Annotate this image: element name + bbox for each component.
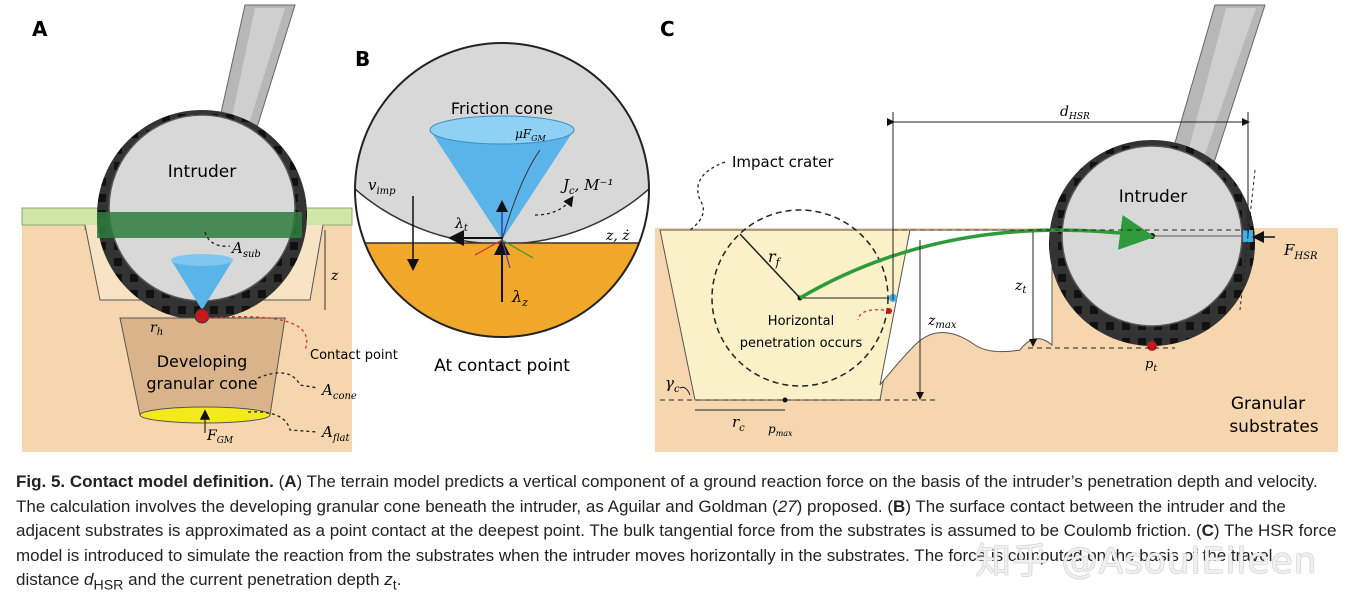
rh-label: rh — [150, 320, 163, 338]
wheel-center — [1149, 233, 1155, 239]
fgm-label: FGM — [206, 428, 234, 446]
magnifier-circle — [354, 42, 650, 338]
a-flat-label: Aflat — [320, 423, 350, 444]
submerged-area — [97, 212, 302, 238]
intruder-label-c: Intruder — [1119, 187, 1187, 207]
caption-c: C — [1201, 521, 1214, 540]
rf-label: rf — [768, 247, 782, 269]
caption-z: z — [384, 570, 393, 589]
d-hsr-label: dHSR — [1060, 104, 1090, 122]
cone-mini-top — [171, 254, 233, 266]
caption-a-text2: ) proposed. ( — [796, 496, 894, 516]
pmax-label: pmax — [768, 422, 793, 438]
axis-green — [501, 239, 534, 259]
gamma-arc — [679, 386, 691, 396]
caption-paren: ( — [273, 472, 285, 491]
a-sub-label: Asub — [230, 239, 261, 260]
a-cone-leader — [257, 372, 319, 389]
caption-a: A — [284, 472, 297, 491]
mu-leader — [501, 149, 541, 241]
intruder-label-a: Intruder — [168, 162, 236, 182]
figure-5: A Intruder Asub z rh Cont — [21, 4, 1338, 452]
caption-c-text: ) The HSR force model is introduced to s… — [16, 521, 1337, 589]
panel-a: A Intruder Asub z rh Cont — [21, 4, 398, 452]
friction-cone — [430, 130, 574, 240]
substrate-orange — [355, 243, 649, 337]
jc-leader — [534, 195, 574, 216]
pmax-point — [782, 397, 788, 403]
panel-a-letter: A — [32, 17, 48, 41]
v-imp-label: vimp — [368, 176, 396, 197]
pt-label: pt — [1145, 357, 1157, 374]
a-flat-leader — [247, 411, 319, 433]
contact-leader — [207, 316, 308, 351]
horizontal-label-2: penetration occurs — [740, 336, 863, 351]
a-sub-leader — [204, 231, 231, 247]
caption-a-text: ) The terrain model predicts a vertical … — [16, 472, 1318, 516]
contact-point-label: Contact point — [310, 348, 398, 363]
a-cone-label: Acone — [320, 381, 357, 402]
caption-end: . — [396, 570, 402, 589]
cone-label-1: Developing — [157, 352, 248, 371]
pt-point — [1147, 341, 1157, 351]
z-label-a: z — [330, 268, 339, 284]
axis-red — [474, 239, 503, 256]
caption-fig-label: Fig. 5. Contact model definition. — [16, 472, 274, 491]
contact-point-marker — [194, 308, 210, 324]
rf-radius — [739, 233, 801, 299]
horizontal-leader — [857, 309, 885, 321]
caption-z-sub: t — [392, 577, 397, 594]
rc-label: rc — [732, 413, 745, 434]
figure-caption: Fig. 5. Contact model definition. (A) Th… — [16, 470, 1338, 598]
zt-label: zt — [1014, 278, 1027, 296]
caption-b-text: ) The surface contact between the intrud… — [16, 496, 1286, 541]
lambda-t-label: λt — [454, 216, 469, 234]
at-contact-label: At contact point — [434, 356, 570, 376]
panel-b-letter: B — [355, 47, 370, 71]
caption-b: B — [893, 496, 906, 516]
granular-label-2: substrates — [1229, 417, 1318, 437]
panel-c-letter: C — [660, 17, 675, 41]
gamma-label: γc — [665, 374, 680, 395]
friction-cone-top — [429, 115, 575, 145]
jc-label: Jc, M⁻¹ — [560, 176, 613, 197]
caption-ref: 27 — [777, 496, 797, 516]
watermark: 知乎 @AsoulEileen — [975, 541, 1318, 582]
caption-d-sub: HSR — [93, 577, 124, 594]
impact-crater-label: Impact crater — [732, 153, 834, 171]
panel-b: B Friction cone μFGM vimp λt λz Jc, M⁻¹ … — [354, 42, 650, 376]
friction-cone-label: Friction cone — [451, 99, 553, 118]
friction-cone-mini — [171, 260, 233, 310]
z-zdot-label: z, ż — [605, 228, 630, 244]
crater-leader — [689, 161, 726, 231]
zmax-label: zmax — [927, 313, 957, 331]
caption-c-text2: and the current penetration depth — [123, 570, 385, 589]
granular-label-1: Granular — [1231, 394, 1305, 414]
panel-c: C — [655, 4, 1338, 452]
axis-purple — [501, 239, 511, 269]
fhsr-label: FHSR — [1283, 241, 1318, 262]
red-contact-c — [886, 308, 892, 314]
mu-f-label: μFGM — [515, 127, 547, 143]
arm-highlight — [228, 8, 285, 140]
cone-label-2: granular cone — [146, 374, 257, 393]
caption-d: d — [84, 570, 94, 589]
lambda-z-label: λz — [511, 287, 528, 309]
trajectory — [799, 215, 1155, 300]
horizontal-label-1: Horizontal — [768, 314, 834, 329]
